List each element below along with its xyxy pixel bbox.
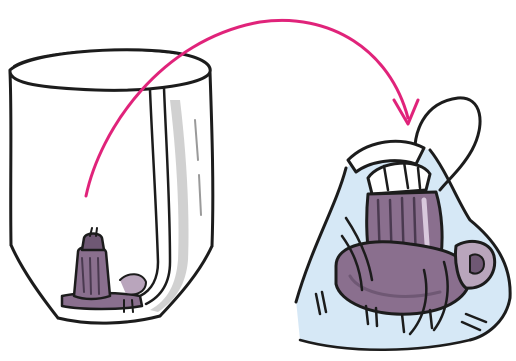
tank-sketch bbox=[10, 50, 213, 323]
sump-pump-icon bbox=[62, 228, 146, 312]
